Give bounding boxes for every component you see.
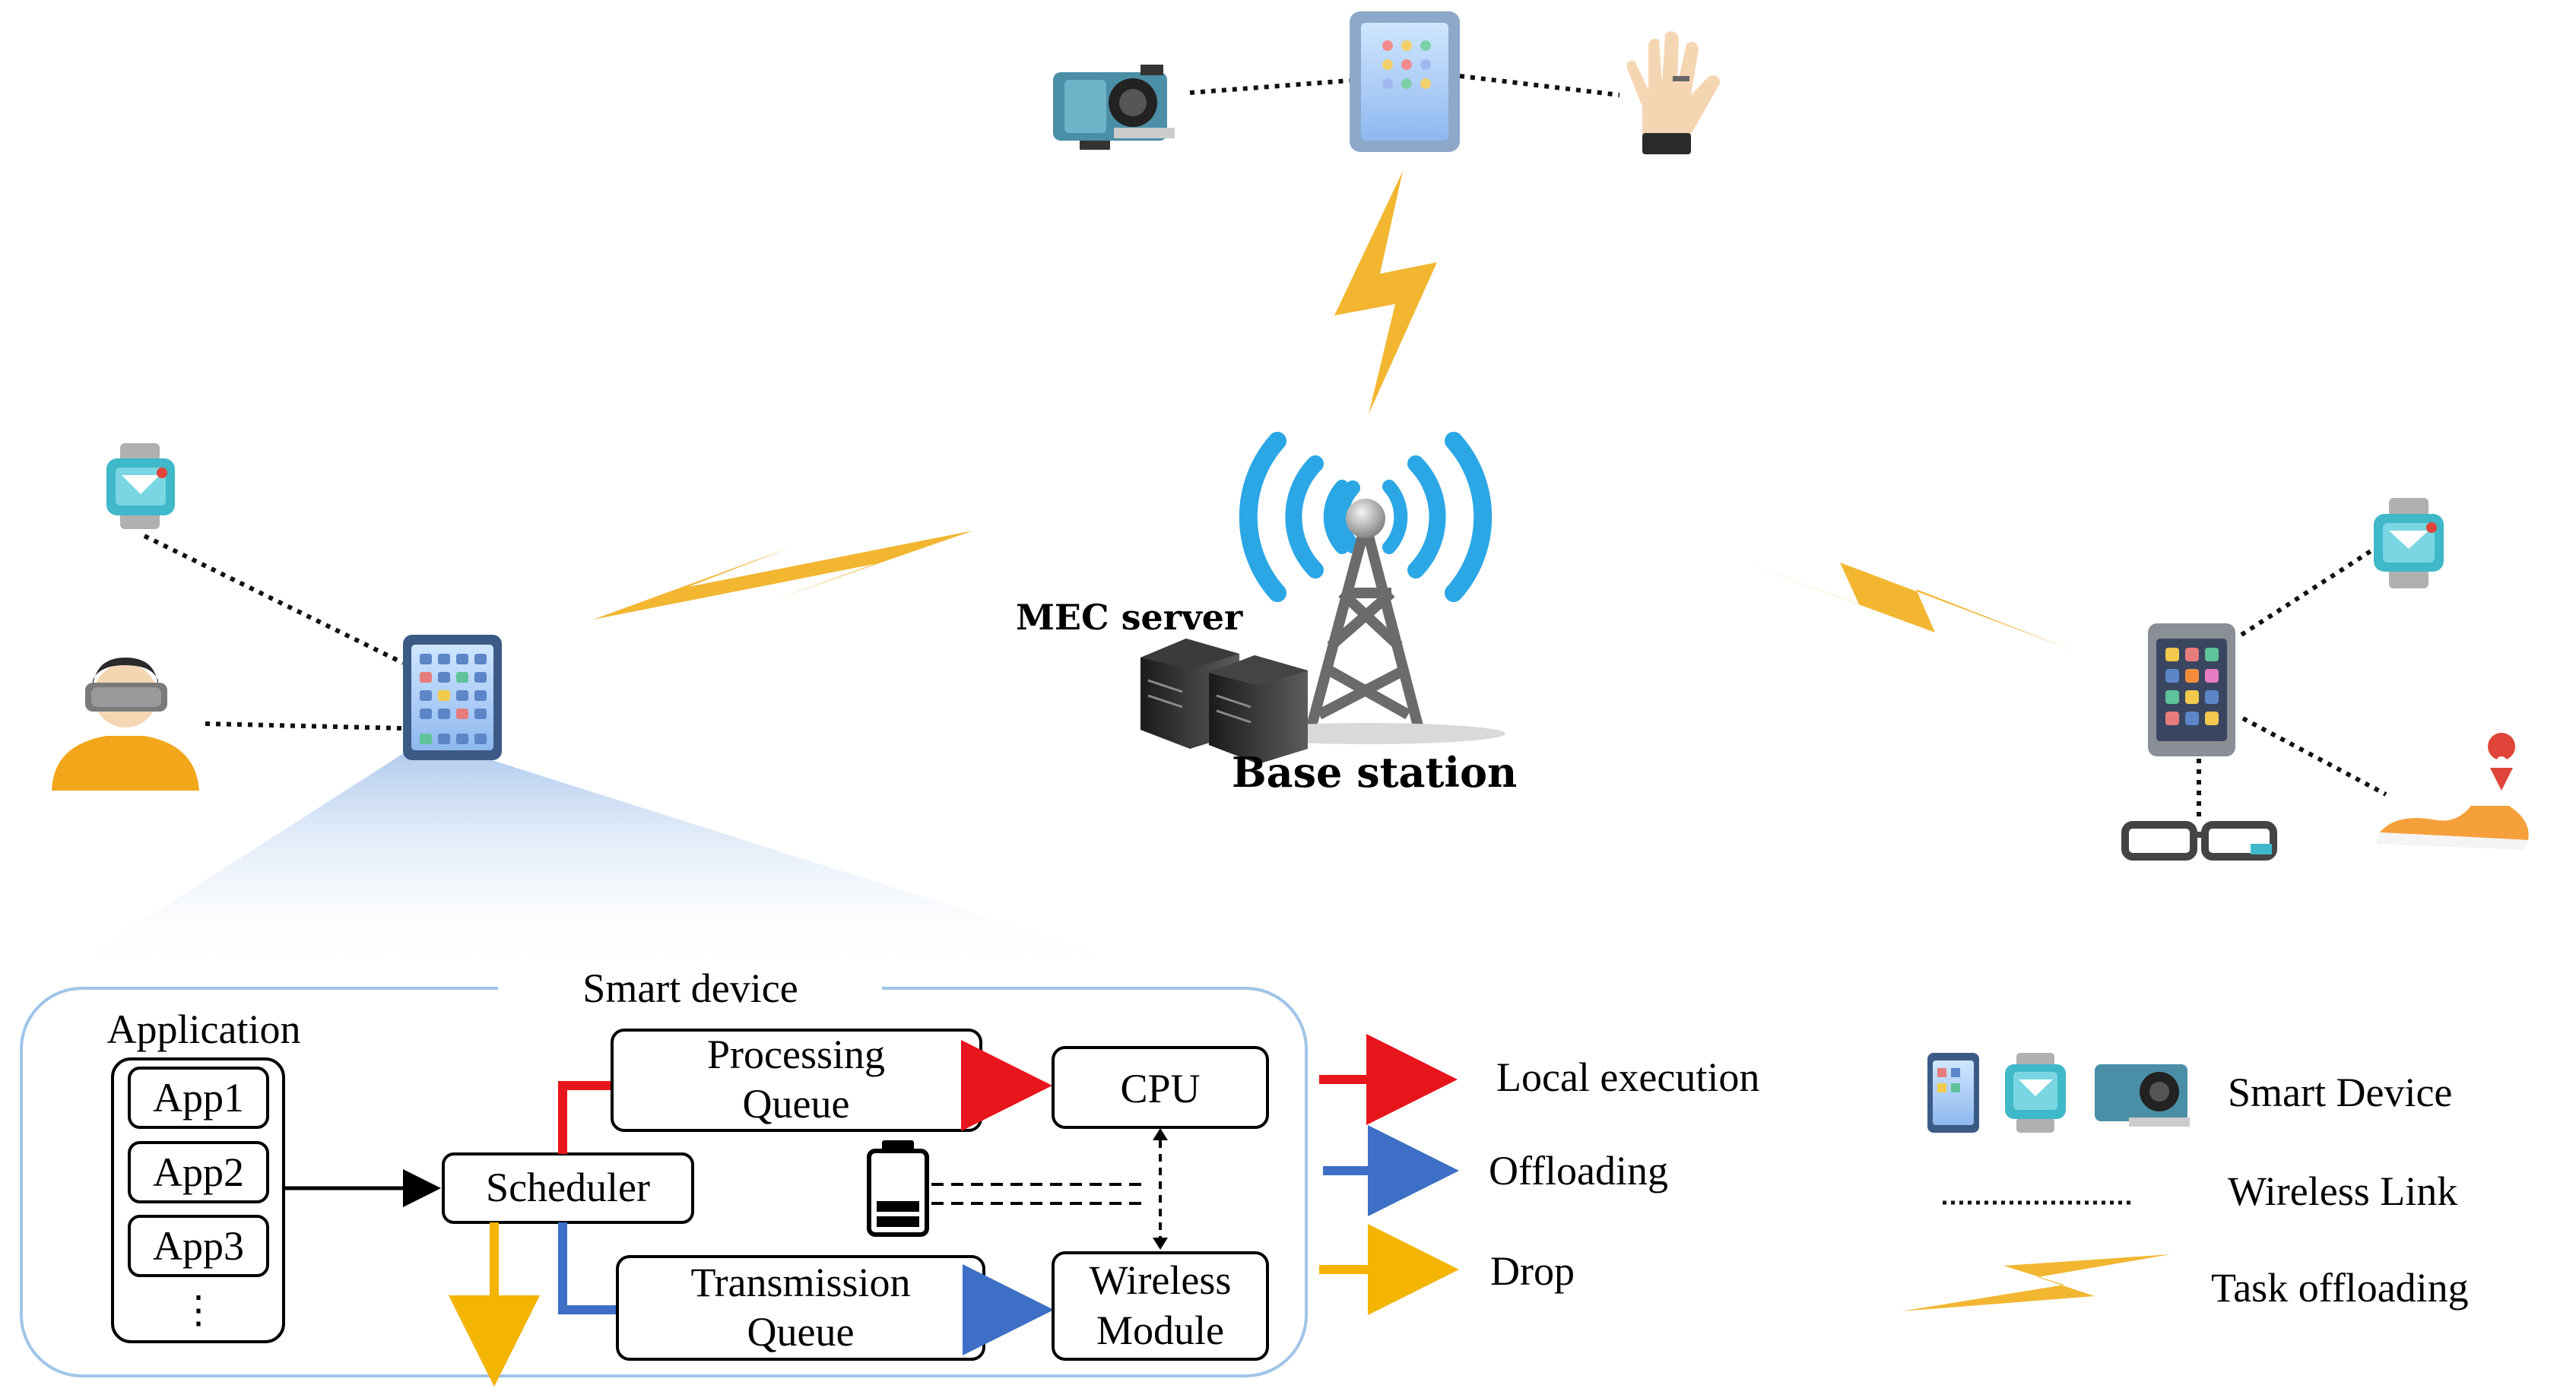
app-box [128,1215,269,1277]
lightning-bolt-icon [1703,547,2072,650]
legend-task-offloading-label: Task offloading [2211,1265,2469,1311]
zoom-cone [61,749,1163,973]
legend-offloading-label: Offloading [1489,1148,1668,1194]
base-station-label: Base station [1232,748,1517,797]
app2-label: App2 [153,1149,244,1195]
scheduler-box [442,1152,694,1224]
antenna-tower-icon [1306,523,1423,728]
local-execution-path [558,1081,612,1154]
transmission-queue-label-1: Transmission [690,1260,910,1305]
wireless-module-label-1: Wireless [1090,1257,1232,1303]
mec-server-label: MEC server [1016,597,1243,638]
battery-icon [867,1140,929,1237]
wireless-link [205,721,404,731]
offloading-path [558,1222,617,1314]
application-label: Application [107,1006,301,1052]
wireless-link [2241,716,2387,797]
wireless-module-box [1052,1251,1269,1361]
legend-smart-device-icons [1927,1053,2190,1133]
smart-device-panel: Smart device Application App1 App2 App3 … [20,964,1308,1387]
smartwatch-icon [2374,498,2444,588]
lightning-bolt-icon [1334,171,1437,414]
smart-ring-hand-icon [1626,31,1720,154]
scheduler-label: Scheduler [486,1165,650,1210]
antenna-top-icon [1346,499,1385,538]
app1-label: App1 [153,1075,244,1121]
wireless-module-label-2: Module [1096,1308,1224,1353]
legend-drop-label: Drop [1490,1248,1575,1294]
smart-shoe-icon [2376,733,2529,850]
lightning-bolt-icon [593,531,973,620]
processing-queue-label-2: Queue [743,1081,850,1127]
wireless-link [2240,549,2372,637]
legend-task-offloading-swatch [1901,1254,2171,1311]
legend-local-execution-label: Local execution [1496,1054,1759,1100]
base-station-tower: MEC server Base station [1016,432,1517,797]
mec-server-icon [1140,639,1308,764]
smart-glasses-icon [2121,821,2277,861]
legend: Local execution Offloading Drop Smart De… [1319,1034,2469,1315]
transmission-queue-label-2: Queue [747,1309,855,1355]
right-device-cluster [2121,498,2529,861]
action-camera-icon [1053,65,1175,150]
legend-wireless-link-label: Wireless Link [2228,1168,2457,1214]
left-device-cluster [52,443,1163,973]
top-device-cluster [1053,11,1720,154]
more-apps-ellipsis: ⋮ [179,1289,217,1331]
phone-icon [2148,623,2235,756]
wireless-link [1459,74,1620,97]
smartwatch-icon [106,443,175,529]
app-box [128,1067,269,1129]
wireless-link [1189,78,1350,95]
smart-device-title: Smart device [582,965,798,1011]
legend-smart-device-label: Smart Device [2228,1070,2452,1115]
wireless-link [143,534,404,665]
processing-queue-label-1: Processing [707,1032,885,1077]
app3-label: App3 [153,1223,244,1269]
app-list: App1 App2 App3 ⋮ [128,1067,269,1331]
phone-icon [1350,11,1460,152]
task-offloading-bolts [593,171,2072,650]
phone-icon [403,635,502,760]
cpu-label: CPU [1120,1066,1200,1111]
app-box [128,1141,269,1203]
signal-waves-icon [1239,432,1493,602]
vr-user-icon [52,658,199,791]
cpu-box [1052,1046,1269,1129]
